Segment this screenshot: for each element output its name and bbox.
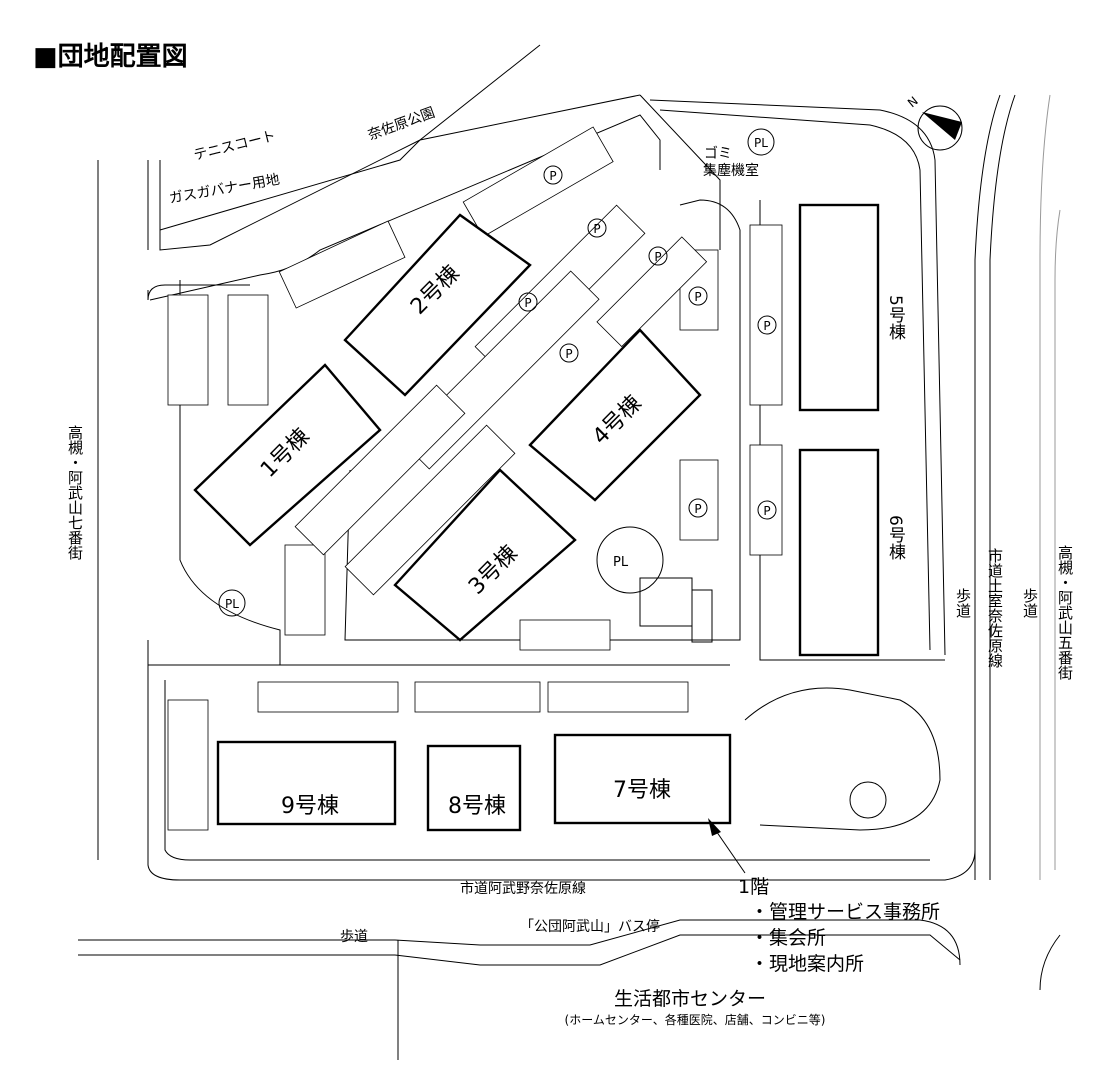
playlot-icon: PL <box>747 128 775 156</box>
building-5 <box>798 203 880 412</box>
building-8-label: 8号棟 <box>448 794 506 819</box>
bus-stop-label: 「公団阿武山」バス停 <box>520 918 660 935</box>
svg-text:P: P <box>593 222 600 236</box>
right-street-label: 高槻・阿武山五番街 <box>1056 545 1074 680</box>
buildings <box>193 203 880 832</box>
callout-item: ・現地案内所 <box>750 953 864 975</box>
parking-icon: P <box>688 286 708 306</box>
left-street-label: 高槻・阿武山七番街 <box>66 425 84 560</box>
building-3 <box>393 468 577 642</box>
page-title: ■団地配置図 <box>33 42 188 72</box>
callout-floor: 1階 <box>738 876 769 898</box>
bottom-road-label: 市道阿武野奈佐原線 <box>460 880 586 897</box>
center-sub-label: (ホームセンター、各種医院、店舗、コンビニ等) <box>565 1012 826 1027</box>
svg-text:P: P <box>763 504 770 518</box>
parking-icon: P <box>757 315 777 335</box>
parking-icon: P <box>543 165 563 185</box>
sidewalk-label-3: 歩道 <box>340 929 368 945</box>
compass-icon: N <box>905 94 963 151</box>
building-6 <box>798 448 880 657</box>
gas-governor-label: ガスガバナー用地 <box>168 172 281 207</box>
parking-icon: P <box>648 246 668 266</box>
parking-markers: P P P P P P P P P PL PL PL <box>218 128 777 617</box>
parking-areas <box>167 126 783 831</box>
svg-text:PL: PL <box>754 136 768 150</box>
svg-text:PL: PL <box>225 597 239 611</box>
parking-icon: P <box>518 292 538 312</box>
building-9 <box>216 740 397 826</box>
building-9-label: 9号棟 <box>281 794 339 819</box>
garbage-label: ゴミ <box>704 145 732 162</box>
parking-icon: P <box>559 343 579 363</box>
building-6-label: 6号棟 <box>885 515 906 560</box>
callout-item: ・集会所 <box>750 927 826 949</box>
building-5-label: 5号棟 <box>885 295 906 340</box>
svg-text:P: P <box>763 319 770 333</box>
dust-room-label: 集塵機室 <box>703 162 759 179</box>
tennis-court-label: テニスコート <box>192 128 277 164</box>
parking-icon: P <box>688 498 708 518</box>
building-7 <box>553 733 732 825</box>
svg-text:P: P <box>524 296 531 310</box>
playlot-icon: PL <box>218 589 246 617</box>
building-8 <box>426 744 522 832</box>
svg-text:N: N <box>905 94 921 110</box>
parking-icon: P <box>587 218 607 238</box>
svg-text:P: P <box>565 347 572 361</box>
sidewalk-label-2: 歩道 <box>1021 588 1039 618</box>
callout-arrow-icon <box>708 818 721 836</box>
right-road-label: 市道土室奈佐原線 <box>986 548 1004 668</box>
building-2 <box>343 213 532 397</box>
building-7-label: 7号棟 <box>613 778 671 803</box>
svg-text:P: P <box>694 502 701 516</box>
svg-text:P: P <box>694 290 701 304</box>
park-label: 奈佐原公園 <box>366 105 437 144</box>
building-1 <box>193 363 382 547</box>
center-label: 生活都市センター <box>614 988 766 1010</box>
playlot-label: PL <box>613 555 629 570</box>
callout-item: ・管理サービス事務所 <box>750 901 940 923</box>
parking-icon: P <box>757 500 777 520</box>
building-4 <box>528 328 702 502</box>
svg-text:P: P <box>549 169 556 183</box>
svg-text:P: P <box>654 250 661 264</box>
sidewalk-label-1: 歩道 <box>954 588 972 618</box>
road-outlines <box>78 44 1061 1060</box>
